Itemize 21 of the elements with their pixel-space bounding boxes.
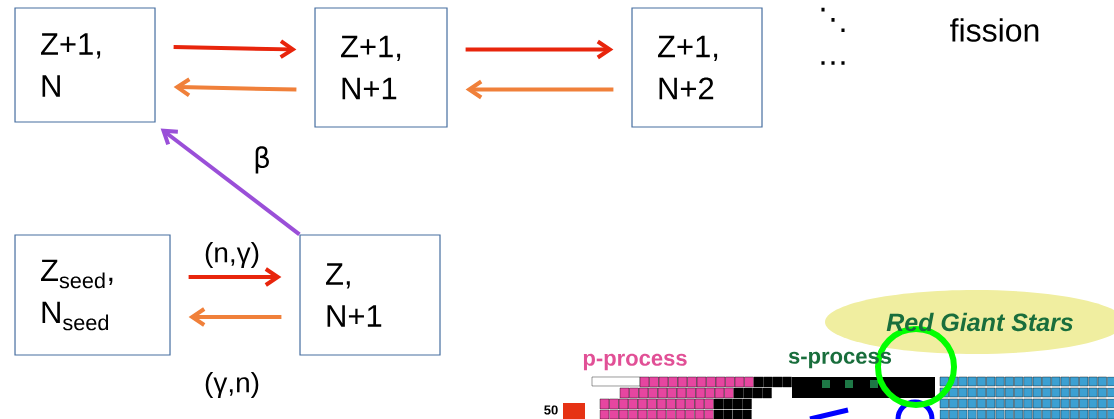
state-box: Z$_{seed}$, N$_{seed}$ — [14, 234, 171, 356]
state-box: Z+1, N — [14, 7, 156, 123]
axis-number: 50 — [544, 405, 558, 415]
ellipsis: ⋱ — [821, 7, 845, 33]
ellipsis: … — [821, 61, 845, 65]
arrow — [160, 128, 301, 236]
process-label: fission — [950, 18, 1039, 42]
edge-label: β — [252, 145, 272, 175]
state-box: Z, N+1 — [299, 234, 441, 356]
arrow — [173, 39, 297, 59]
chart-label: Red Giant Stars — [886, 312, 1073, 332]
arrow — [173, 77, 297, 97]
edge-label: (γ,n) — [203, 370, 261, 400]
chart-label: p-process — [583, 353, 687, 371]
state-box: Z+1, N+2 — [631, 7, 763, 128]
edge-label: (n,γ) — [203, 240, 261, 270]
arrow — [188, 267, 282, 287]
arrow — [188, 307, 282, 327]
arrow — [465, 79, 614, 100]
state-box: Z+1, N+1 — [314, 7, 448, 128]
arrow — [465, 39, 614, 60]
